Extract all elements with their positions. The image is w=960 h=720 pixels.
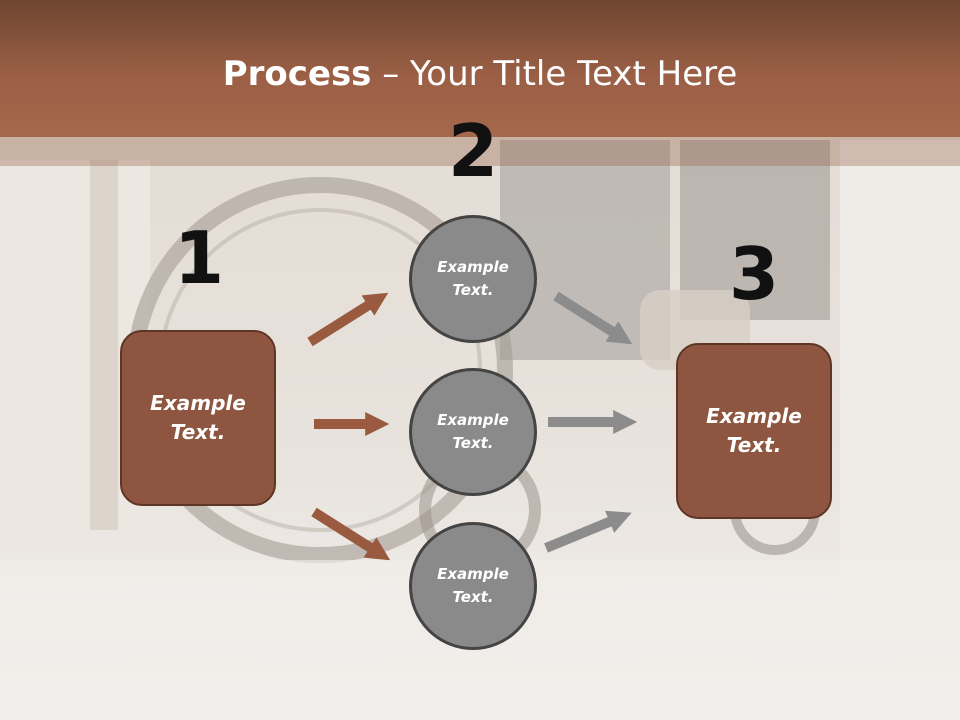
title-bold: Process — [222, 54, 372, 94]
step-number-3: 3 — [728, 232, 780, 316]
step-2-circle-3[interactable]: Example Text. — [409, 522, 537, 650]
title-band — [0, 137, 960, 166]
title-rest: – Your Title Text Here — [371, 54, 738, 94]
arrow-2c-to-3 — [544, 510, 632, 553]
step-number-1: 1 — [173, 216, 225, 300]
arrow-2a-to-3 — [553, 291, 633, 345]
step-2-circle-2[interactable]: Example Text. — [409, 368, 537, 496]
title-banner — [0, 0, 960, 137]
step-2-circle-1[interactable]: Example Text. — [409, 215, 537, 343]
step-number-2: 2 — [447, 109, 499, 193]
step-3-text: Example Text. — [706, 404, 802, 457]
step-1-box[interactable]: Example Text. — [120, 330, 276, 506]
step-1-text: Example Text. — [150, 391, 246, 444]
step-2-circle-2-text: Example Text. — [437, 411, 509, 452]
step-2-circle-3-text: Example Text. — [437, 565, 509, 606]
step-3-box[interactable]: Example Text. — [676, 343, 832, 519]
slide-title[interactable]: Process – Your Title Text Here — [0, 52, 960, 96]
arrow-1-to-2a — [307, 292, 389, 347]
step-2-circle-1-text: Example Text. — [437, 258, 509, 299]
arrow-1-to-2c — [311, 507, 391, 561]
